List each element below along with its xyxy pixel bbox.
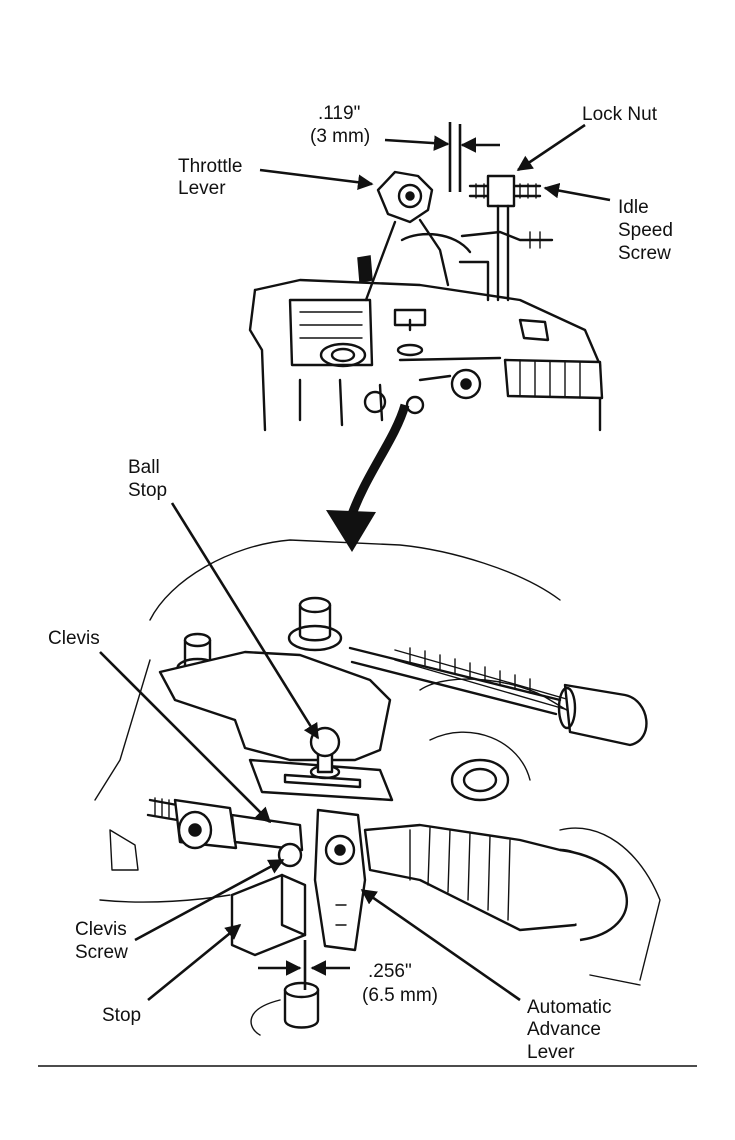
lock-nut-label: Lock Nut — [582, 104, 658, 125]
automatic-advance-lever-label-line2: Advance — [527, 1019, 601, 1040]
gap-dimension-bottom-mm: (6.5 mm) — [362, 985, 438, 1006]
ball-stop-label-line1: Ball — [128, 457, 160, 478]
clevis-label: Clevis — [48, 628, 100, 649]
gap-dimension-bottom-in: .256" — [368, 961, 412, 982]
idle-speed-screw-label-line1: Idle — [618, 197, 649, 218]
detail-pointer-arrow — [326, 403, 410, 552]
automatic-advance-lever-label-line3: Lever — [527, 1042, 575, 1063]
leader-lines — [99, 123, 611, 1002]
idle-speed-screw-label-line3: Screw — [618, 243, 671, 264]
idle-speed-screw-label-line2: Speed — [618, 220, 673, 241]
gap-dimension-top-in: .119" — [318, 103, 360, 124]
clevis-screw-label-line1: Clevis — [75, 919, 127, 940]
top-gap-dimension — [384, 122, 500, 192]
throttle-lever-label-line1: Throttle — [178, 156, 242, 177]
bottom-gap-dimension — [258, 940, 350, 990]
throttle-lever-label-line2: Lever — [178, 178, 226, 199]
bottom-linkage-illustration — [94, 539, 661, 1036]
ball-stop-label-line2: Stop — [128, 480, 167, 501]
gap-dimension-top-mm: (3 mm) — [310, 126, 370, 147]
automatic-advance-lever-label-line1: Automatic — [527, 997, 611, 1018]
top-pump-illustration — [248, 170, 604, 432]
stop-label: Stop — [102, 1005, 141, 1026]
clevis-screw-label-line2: Screw — [75, 942, 128, 963]
